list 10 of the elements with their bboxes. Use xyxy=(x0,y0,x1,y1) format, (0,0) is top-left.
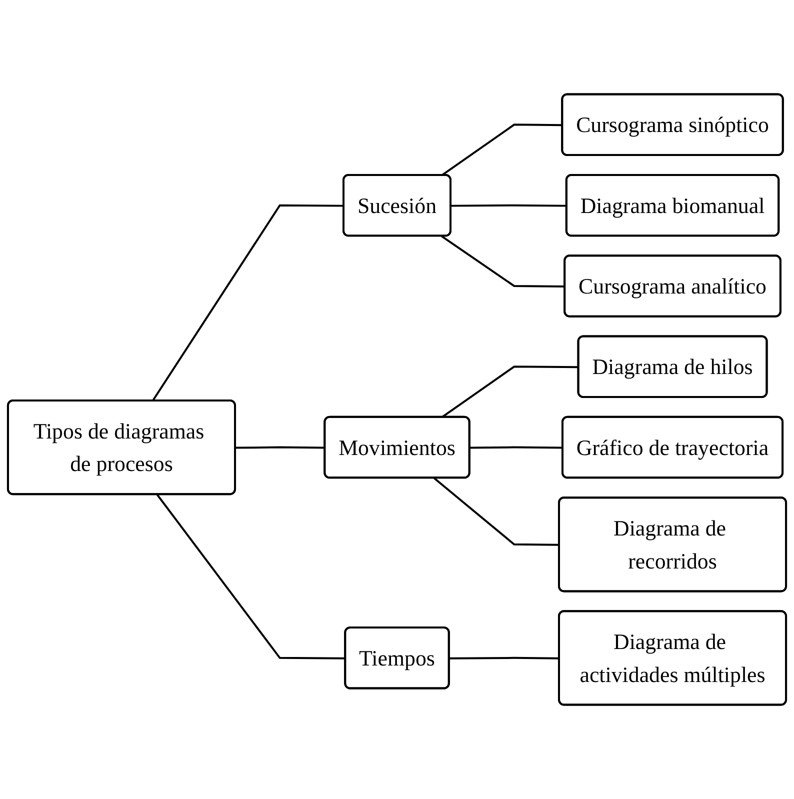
connector xyxy=(470,446,563,449)
connector xyxy=(236,446,326,449)
connector xyxy=(156,494,346,660)
connector xyxy=(441,235,566,288)
connector xyxy=(441,366,579,418)
connector xyxy=(434,477,560,546)
connector xyxy=(451,204,567,207)
connector xyxy=(441,124,563,176)
connector xyxy=(152,204,344,402)
connector xyxy=(449,656,560,660)
